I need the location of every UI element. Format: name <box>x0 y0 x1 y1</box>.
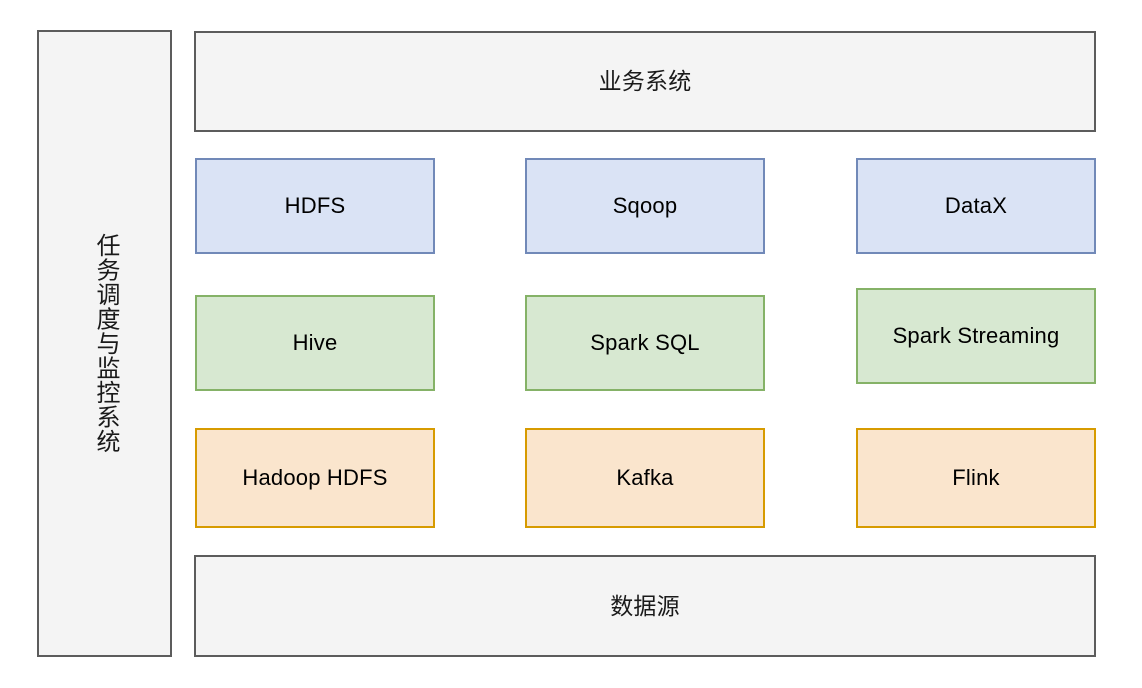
banner-business-system-label: 业务系统 <box>598 68 692 95</box>
tile-hadoop-hdfs-label: Hadoop HDFS <box>242 465 388 491</box>
tile-spark-streaming-label: Spark Streaming <box>892 323 1060 349</box>
banner-data-source-label: 数据源 <box>610 592 680 619</box>
tile-spark-streaming[interactable]: Spark Streaming <box>856 288 1096 384</box>
banner-data-source[interactable]: 数据源 <box>194 555 1096 657</box>
tile-sqoop[interactable]: Sqoop <box>525 158 765 254</box>
tile-spark-sql[interactable]: Spark SQL <box>525 295 765 391</box>
sidebar-scheduling-monitoring[interactable]: 任务调度与监控系统 <box>37 30 172 657</box>
tile-hive-label: Hive <box>292 330 338 356</box>
tile-kafka-label: Kafka <box>616 465 674 491</box>
tile-datax[interactable]: DataX <box>856 158 1096 254</box>
tile-flink[interactable]: Flink <box>856 428 1096 528</box>
tile-hadoop-hdfs[interactable]: Hadoop HDFS <box>195 428 435 528</box>
tile-kafka[interactable]: Kafka <box>525 428 765 528</box>
tile-hdfs-label: HDFS <box>284 193 346 219</box>
banner-business-system[interactable]: 业务系统 <box>194 31 1096 132</box>
tile-datax-label: DataX <box>944 193 1008 219</box>
tile-flink-label: Flink <box>952 465 1000 491</box>
sidebar-label: 任务调度与监控系统 <box>91 233 119 454</box>
tile-hdfs[interactable]: HDFS <box>195 158 435 254</box>
tile-hive[interactable]: Hive <box>195 295 435 391</box>
tile-sqoop-label: Sqoop <box>612 193 678 219</box>
tile-spark-sql-label: Spark SQL <box>590 330 700 356</box>
